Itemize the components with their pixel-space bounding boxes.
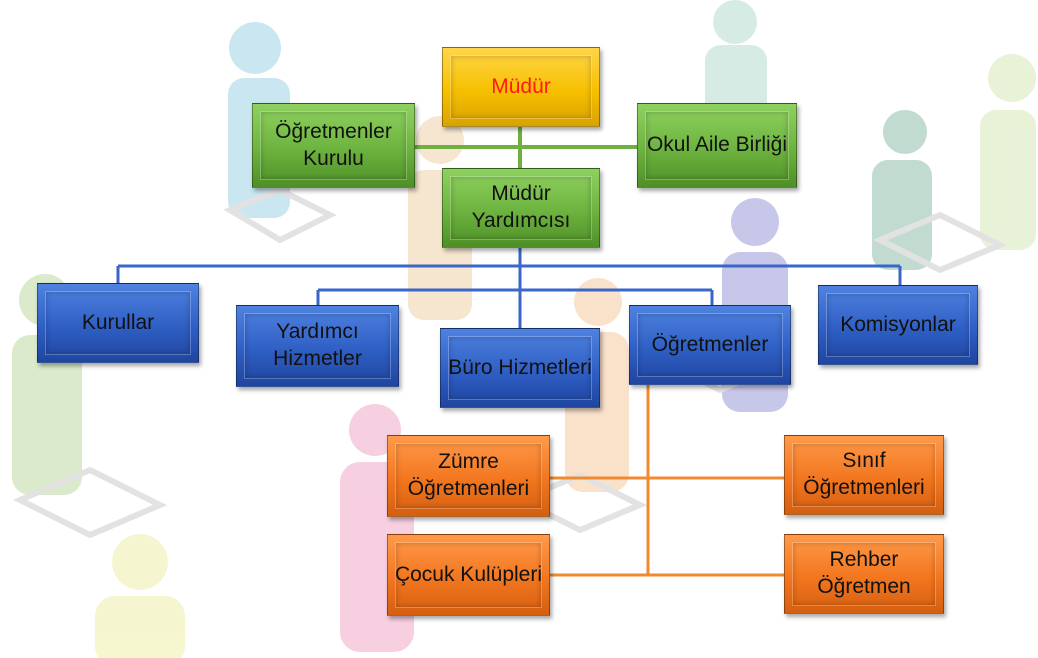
person-figure-yellow xyxy=(95,534,185,658)
node-label: Yardımcı Hizmetler xyxy=(273,320,362,370)
node-yardimci-hizmetler: Yardımcı Hizmetler xyxy=(236,305,399,387)
orange-connectors xyxy=(550,385,784,577)
green-connectors xyxy=(415,127,637,170)
node-label: Okul Aile Birliği xyxy=(646,133,788,157)
node-sinif-ogretmenleri: Sınıf Öğretmenleri xyxy=(784,435,944,515)
node-label: Müdür Yardımcısı xyxy=(471,182,571,232)
node-label: Müdür xyxy=(491,74,551,98)
node-ogretmenler-kurulu: Öğretmenler Kurulu xyxy=(252,103,415,188)
blue-connectors xyxy=(116,248,902,330)
node-label: Öğretmenler Kurulu xyxy=(275,119,392,170)
node-label: Rehber Öğretmen xyxy=(817,548,911,598)
node-rehber-ogretmen: Rehber Öğretmen xyxy=(784,534,944,614)
node-mudur-yardimcisi: Müdür Yardımcısı xyxy=(442,168,600,248)
node-label: Zümre Öğretmenleri xyxy=(407,450,530,500)
node-label: Kurullar xyxy=(81,310,155,334)
node-ogretmenler: Öğretmenler xyxy=(629,305,791,385)
node-mudur: Müdür xyxy=(442,47,600,127)
node-komisyonlar: Komisyonlar xyxy=(818,285,978,365)
node-label: Sınıf Öğretmenleri xyxy=(803,449,925,499)
node-kurullar: Kurullar xyxy=(37,283,199,363)
node-buro-hizmetleri: Büro Hizmetleri xyxy=(440,328,600,408)
node-label: Öğretmenler xyxy=(651,332,769,356)
node-cocuk-kulupleri: Çocuk Kulüpleri xyxy=(387,534,550,616)
node-label: Komisyonlar xyxy=(840,312,956,336)
node-label: Çocuk Kulüpleri xyxy=(394,562,543,586)
node-okul-aile-birligi: Okul Aile Birliği xyxy=(637,103,797,188)
node-label: Büro Hizmetleri xyxy=(448,355,592,379)
node-zumre-ogretmenleri: Zümre Öğretmenleri xyxy=(387,435,550,517)
person-figure-lightgreen-right xyxy=(980,54,1036,250)
